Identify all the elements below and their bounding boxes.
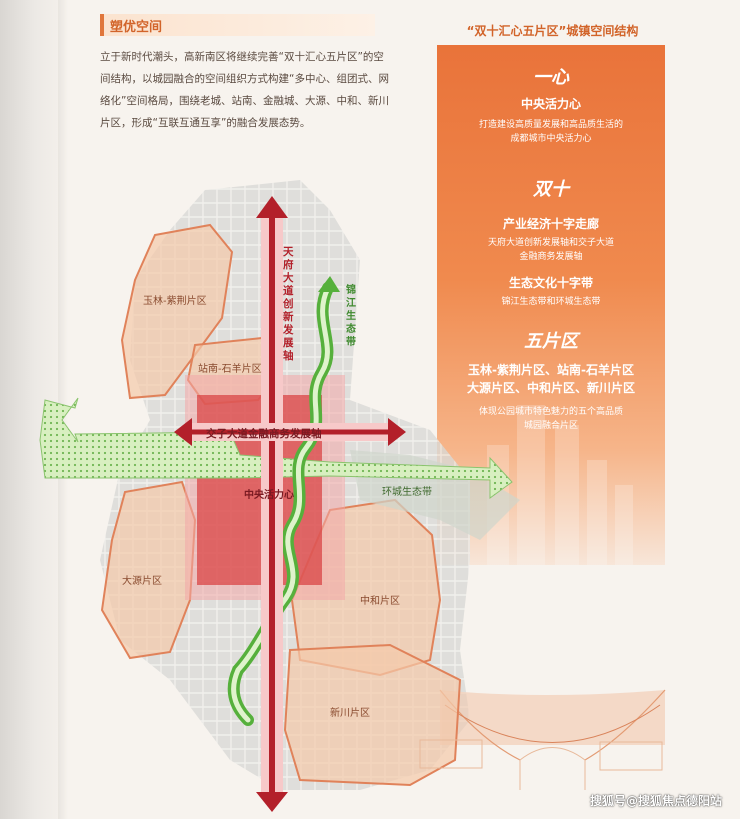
label-district-zhonghe: 中和片区: [360, 596, 400, 607]
desc-central-core-2: 成都城市中央活力心: [510, 134, 592, 144]
label-central-core: 中央活力心: [244, 490, 294, 501]
station-roof-arch: [444, 704, 661, 743]
label-jiaozi-axis: 交子大道金融商务发展轴: [206, 428, 322, 440]
jiaozi-arrow-right: [388, 418, 406, 446]
building-silhouette: [615, 485, 633, 565]
heading-districts-2: 大源片区、中和片区、新川片区: [466, 381, 635, 395]
tianfu-arrow-down: [256, 792, 288, 812]
tianfu-arrow-up: [256, 196, 288, 218]
intro-paragraph: 立于新时代潮头，高新南区将继续完善“双十汇心五片区”的空间结构，以城园融合的空间…: [100, 51, 389, 129]
desc-districts-1: 体现公园城市特色魅力的五个高品质: [478, 407, 623, 417]
glyph-double-cross: 双十: [533, 179, 569, 200]
jinjiang-arrow-head: [318, 276, 340, 292]
station-roof-fill: [440, 690, 665, 745]
label-tianfu-axis: 天府大道创新发展轴: [283, 246, 294, 362]
district-xinchuan: [283, 643, 462, 787]
building-silhouette: [555, 425, 579, 565]
label-ring-eco-belt: 环城生态带: [382, 487, 432, 498]
jiaozi-arrow-left: [174, 418, 192, 446]
watermark: 搜狐号@搜狐焦点德阳站: [589, 794, 722, 808]
building-outline: [419, 739, 483, 769]
desc-industry-corridor-2: 金融商务发展轴: [519, 252, 583, 262]
desc-districts-2: 城园融合片区: [523, 421, 578, 431]
label-jinjiang-belt: 锦江生态带: [346, 285, 356, 348]
desc-eco-belt: 锦江生态带和环城生态带: [501, 297, 601, 307]
section-title: 塑优空间: [110, 20, 163, 35]
heading-eco-belt: 生态文化十字带: [508, 276, 593, 290]
building-silhouette: [587, 460, 607, 565]
heading-industry-corridor: 产业经济十字走廊: [502, 217, 599, 231]
building-outline: [519, 747, 586, 790]
building-outline: [599, 741, 663, 771]
label-district-dayuan: 大源片区: [122, 576, 162, 587]
section-tag-bar: [100, 14, 104, 36]
glyph-one-heart: 一心: [533, 67, 569, 88]
panel-title: “双十汇心五片区”城镇空间结构: [466, 24, 639, 38]
section-tag: 塑优空间: [100, 14, 375, 36]
desc-industry-corridor-1: 天府大道创新发展轴和交子大道: [487, 238, 614, 248]
label-district-zhannan: 站南-石羊片区: [198, 364, 262, 375]
heading-districts-1: 玉林-紫荆片区、站南-石羊片区: [468, 363, 634, 377]
label-district-yulin: 玉林-紫荆片区: [143, 296, 207, 307]
ring-eco-belt: [39, 397, 513, 499]
jinjiang-eco-belt-inner: [231, 285, 331, 723]
label-district-xinchuan: 新川片区: [330, 708, 370, 719]
heading-central-core: 中央活力心: [520, 97, 581, 111]
district-yulin-zijing: [120, 223, 234, 400]
desc-central-core-1: 打造建设高质量发展和高品质生活的: [478, 120, 623, 130]
building-silhouette: [517, 405, 545, 565]
glyph-five-districts: 五片区: [524, 331, 578, 352]
